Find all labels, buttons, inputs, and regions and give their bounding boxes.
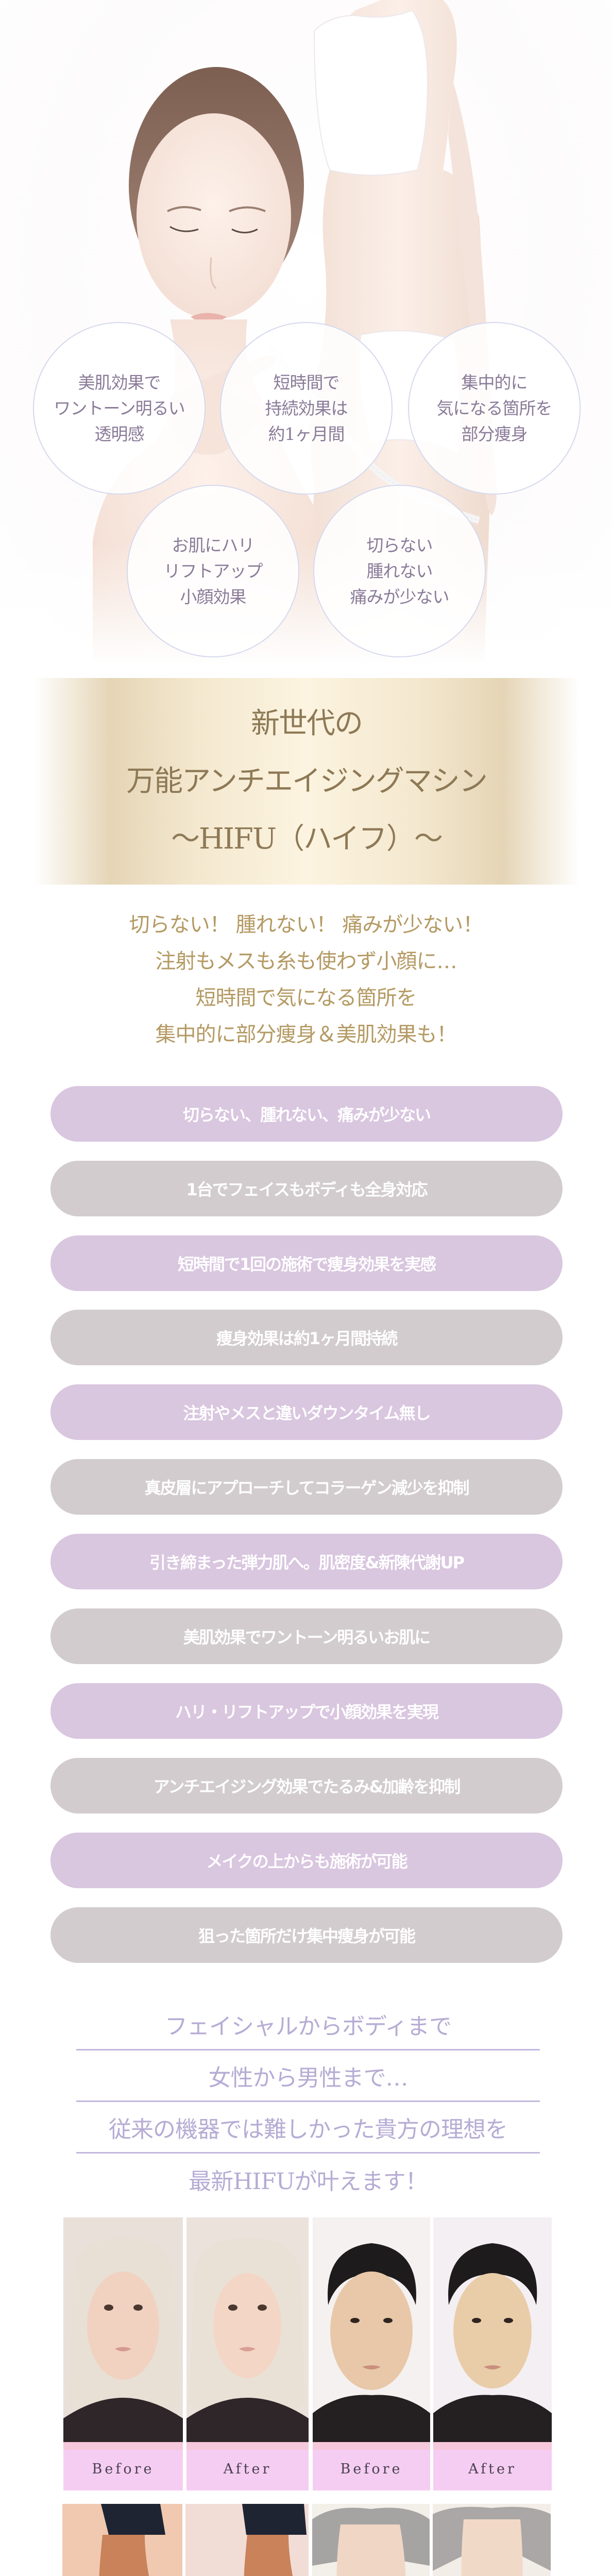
benefit-circle-painless: 切らない 腫れない 痛みが少ない xyxy=(313,485,486,657)
before-after-card: Before xyxy=(312,2504,430,2576)
man-face-after-photo xyxy=(433,2217,552,2442)
banner-line: ～HIFU（ハイフ）～ xyxy=(171,822,443,856)
benefit-circle-lift: お肌にハリ リフトアップ 小顔効果 xyxy=(127,485,299,657)
before-after-card: Before xyxy=(63,2217,183,2490)
man-abdomen-before-photo xyxy=(312,2504,430,2576)
feature-label: 真皮層にアプローチしてコラーゲン減少を抑制 xyxy=(144,1478,469,1498)
circle-text: ワントーン明るい xyxy=(54,398,185,418)
feature-pill: メイクの上からも施術が可能 xyxy=(50,1833,563,1888)
circle-text: リフトアップ xyxy=(163,561,263,581)
feature-label: 引き締まった弾力肌へ。肌密度&新陳代謝UP xyxy=(149,1553,465,1572)
benefit-circle-slimming: 集中的に 気になる箇所を 部分痩身 xyxy=(408,322,581,495)
before-after-card: After xyxy=(433,2217,552,2490)
circle-text: 部分痩身 xyxy=(461,423,528,444)
circle-text: 集中的に xyxy=(461,372,528,393)
feature-pill: 痩身効果は約1ヶ月間持続 xyxy=(50,1310,563,1365)
banner-line: 万能アンチエイジングマシン xyxy=(126,764,488,798)
tagline-line: 集中的に部分痩身＆美肌効果も！ xyxy=(155,1023,457,1046)
tagline-line: 短時間で気になる箇所を xyxy=(195,986,417,1010)
phrase-line: 女性から男性まで… xyxy=(76,2050,540,2102)
hero-section: 美肌効果で ワントーン明るい 透明感 短時間で 持続効果は 約1ヶ月間 集中的に… xyxy=(0,0,612,665)
before-after-card: After xyxy=(186,2217,309,2490)
phrase-line: 最新HIFUが叶えます！ xyxy=(189,2168,428,2195)
man-abdomen-after-photo xyxy=(433,2504,551,2576)
feature-pill: 美肌効果でワントーン明るいお肌に xyxy=(50,1608,563,1664)
banner-line: 新世代の xyxy=(251,706,363,740)
feature-pill: 注射やメスと違いダウンタイム無し xyxy=(50,1384,563,1440)
before-after-card: After xyxy=(433,2504,551,2576)
tagline-line: 注射もメスも糸も使わず小顔に… xyxy=(155,950,457,973)
hifu-title-banner: 新世代の 万能アンチエイジングマシン ～HIFU（ハイフ）～ xyxy=(33,678,580,885)
benefit-circle-duration: 短時間で 持続効果は 約1ヶ月間 xyxy=(220,322,393,495)
before-label: Before xyxy=(313,2442,430,2490)
circle-text: 痛みが少ない xyxy=(350,586,450,607)
before-label: Before xyxy=(63,2442,183,2490)
feature-pill: 短時間で1回の施術で痩身効果を実感 xyxy=(50,1235,563,1291)
feature-label: 短時間で1回の施術で痩身効果を実感 xyxy=(177,1255,436,1274)
feature-pill: 1台でフェイスもボディも全身対応 xyxy=(50,1161,563,1216)
tagline-line: 切らない！ 腫れない！ 痛みが少ない！ xyxy=(129,913,483,937)
feature-pill: 狙った箇所だけ集中痩身が可能 xyxy=(50,1907,563,1963)
feature-label: 痩身効果は約1ヶ月間持続 xyxy=(216,1329,398,1348)
phrase-line: 従来の機器では難しかった貴方の理想を xyxy=(76,2102,540,2154)
after-label: After xyxy=(186,2442,309,2490)
before-after-card: Before xyxy=(62,2504,182,2576)
feature-label: 美肌効果でワントーン明るいお肌に xyxy=(183,1628,431,1647)
circle-text: 腫れない xyxy=(366,561,433,581)
after-label: After xyxy=(433,2442,552,2490)
benefit-circle-skin: 美肌効果で ワントーン明るい 透明感 xyxy=(33,322,206,495)
feature-label: 注射やメスと違いダウンタイム無し xyxy=(183,1403,431,1423)
feature-pill: アンチエイジング効果でたるみ&加齢を抑制 xyxy=(50,1758,563,1814)
before-after-card: After xyxy=(185,2504,309,2576)
phrase-line: フェイシャルからボディまで xyxy=(76,1999,540,2050)
circle-text: 約1ヶ月間 xyxy=(268,423,345,444)
feature-label: 切らない、腫れない、痛みが少ない xyxy=(182,1105,431,1125)
promise-phrases: フェイシャルからボディまで 女性から男性まで… 従来の機器では難しかった貴方の理… xyxy=(76,1999,540,2205)
woman-body-before-photo xyxy=(62,2504,182,2576)
feature-label: ハリ・リフトアップで小顔効果を実現 xyxy=(175,1702,439,1722)
feature-pill: ハリ・リフトアップで小顔効果を実現 xyxy=(50,1683,563,1739)
feature-pill: 切らない、腫れない、痛みが少ない xyxy=(50,1086,563,1142)
feature-label: 狙った箇所だけ集中痩身が可能 xyxy=(198,1926,416,1946)
feature-pill: 引き締まった弾力肌へ。肌密度&新陳代謝UP xyxy=(50,1534,563,1589)
feature-label: メイクの上からも施術が可能 xyxy=(206,1852,407,1871)
feature-pill: 真皮層にアプローチしてコラーゲン減少を抑制 xyxy=(50,1459,563,1515)
man-face-before-photo xyxy=(313,2217,430,2442)
circle-text: 持続効果は xyxy=(265,398,348,418)
woman-face-before-photo xyxy=(63,2217,183,2442)
circle-text: 短時間で xyxy=(273,372,340,393)
tagline: 切らない！ 腫れない！ 痛みが少ない！ 注射もメスも糸も使わず小顔に… 短時間で… xyxy=(0,907,612,1053)
woman-body-after-photo xyxy=(185,2504,309,2576)
before-after-card: Before xyxy=(313,2217,430,2490)
circle-text: お肌にハリ xyxy=(172,535,255,555)
circle-text: 透明感 xyxy=(94,423,145,444)
feature-label: 1台でフェイスもボディも全身対応 xyxy=(186,1180,428,1199)
circle-text: 美肌効果で xyxy=(78,372,161,393)
circle-text: 小顔効果 xyxy=(180,586,247,607)
feature-label: アンチエイジング効果でたるみ&加齢を抑制 xyxy=(153,1777,461,1797)
woman-face-after-photo xyxy=(186,2217,309,2442)
circle-text: 切らない xyxy=(366,535,433,555)
circle-text: 気になる箇所を xyxy=(436,398,553,418)
